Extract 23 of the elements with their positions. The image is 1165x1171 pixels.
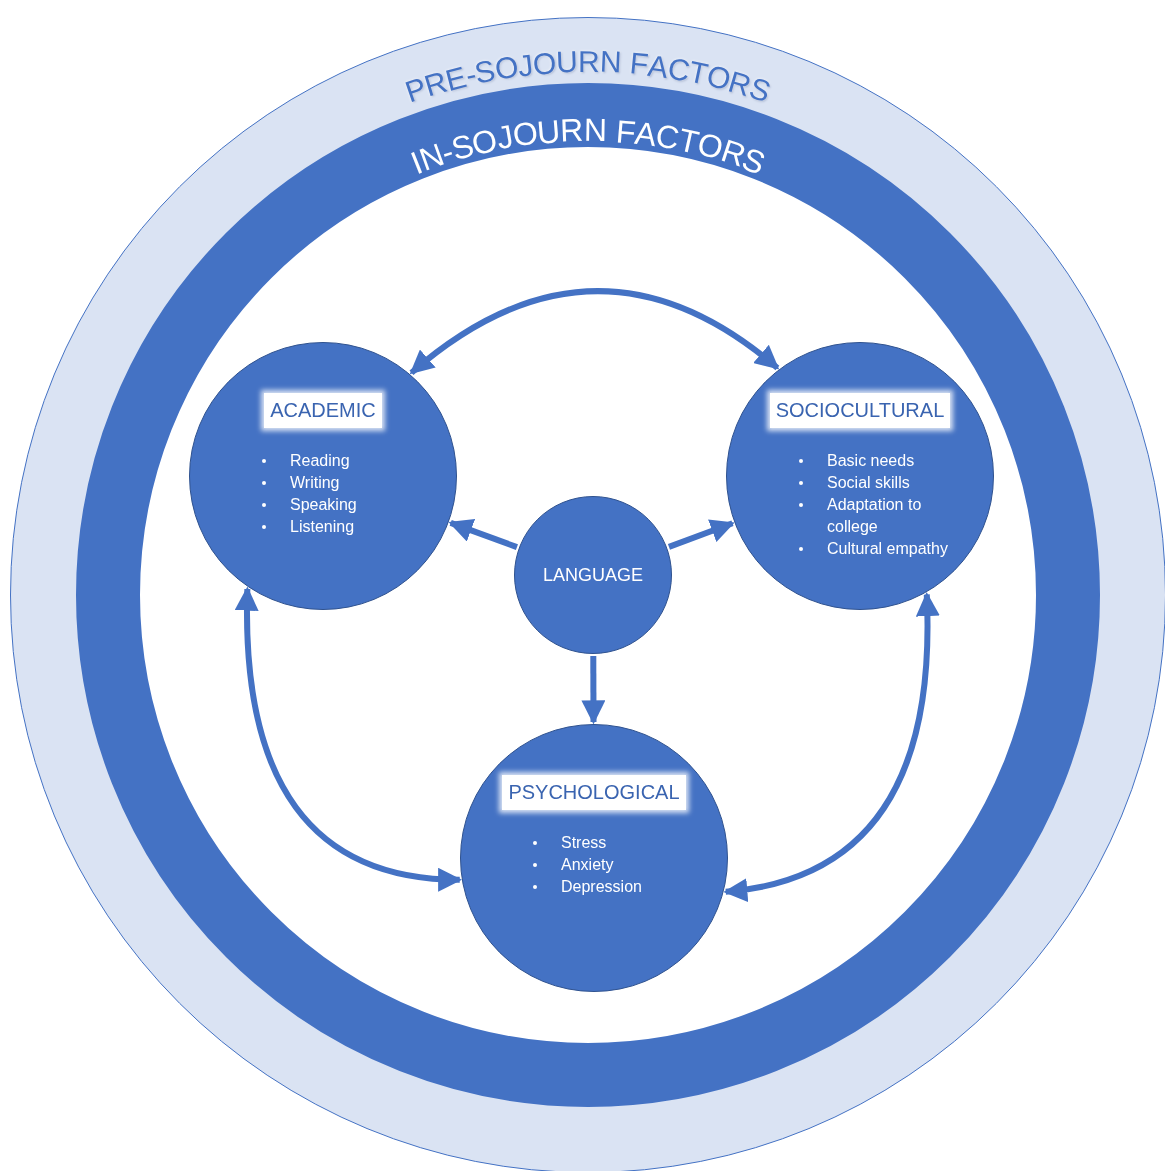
list-item: Anxiety xyxy=(561,855,614,875)
heading-label: SOCIOCULTURAL xyxy=(769,393,951,428)
list-item: Basic needs xyxy=(827,451,915,471)
list-item: Speaking xyxy=(290,495,357,515)
double-arrow xyxy=(235,586,463,891)
heading-label: ACADEMIC xyxy=(264,393,382,428)
list-item: Social skills xyxy=(827,473,910,493)
list-item: Listening xyxy=(290,517,355,537)
curved-title: IN-SOJOURN FACTORS xyxy=(404,110,770,183)
arrow xyxy=(448,519,518,550)
double-arrow xyxy=(409,288,780,376)
heading-label: PSYCHOLOGICAL xyxy=(502,775,686,810)
list-item: Stress xyxy=(561,833,607,853)
list-item: Reading xyxy=(290,451,350,471)
list-item: Cultural empathy xyxy=(827,539,948,559)
list-item: Writing xyxy=(290,473,340,493)
arrow xyxy=(667,519,735,550)
double-arrow xyxy=(723,592,940,901)
list-item: Depression xyxy=(561,877,642,897)
list-item: Adaptation to college xyxy=(827,495,923,537)
curved-title: PRE-SOJOURN FACTORS xyxy=(401,44,775,109)
arrow xyxy=(581,656,606,725)
node-label: LANGUAGE xyxy=(543,563,643,587)
